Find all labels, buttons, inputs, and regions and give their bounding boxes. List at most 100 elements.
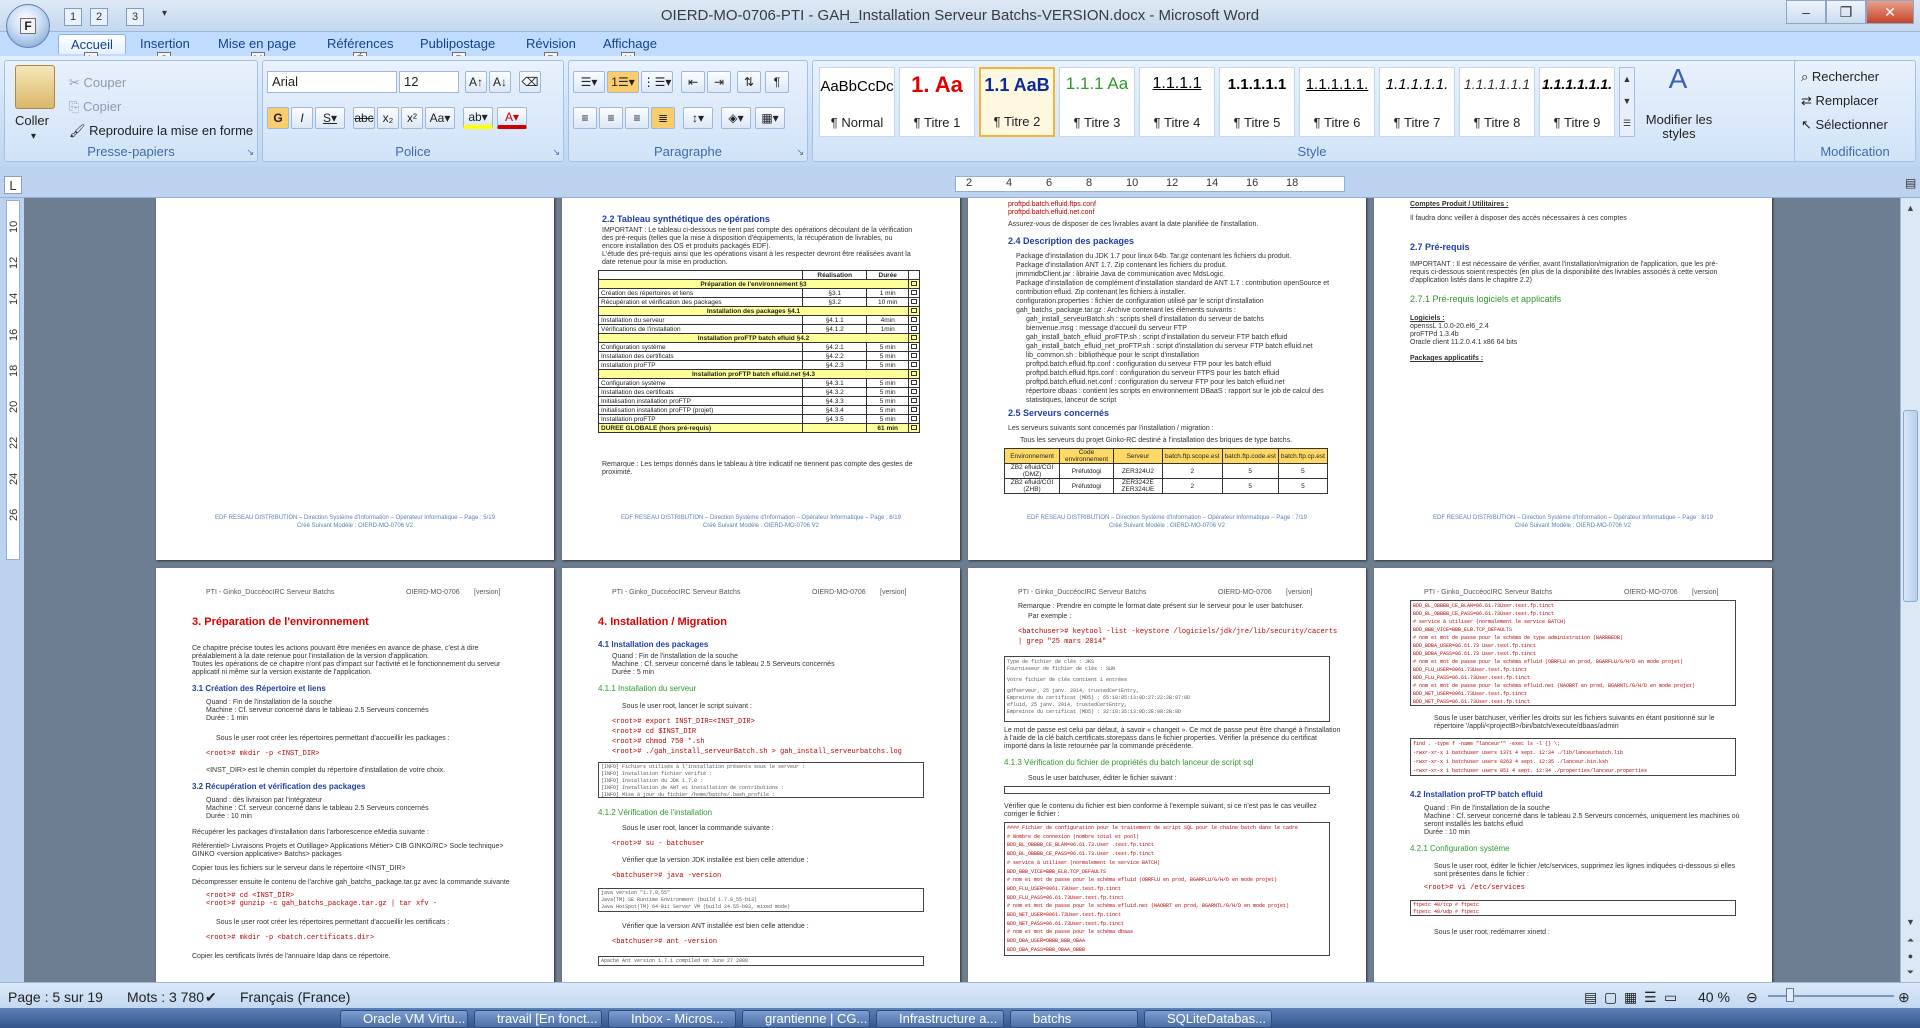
bold-icon[interactable]: G [267,107,289,129]
grow-font-icon[interactable]: A↑ [465,71,487,93]
taskbar-item[interactable]: travail [En fonct... [474,1010,602,1028]
style-titre-9[interactable]: 1.1.1.1.1.1. ¶ Titre 9 [1539,67,1615,137]
office-button[interactable]: F [6,4,50,48]
styles-scroll-icon[interactable]: ▲▼☰ [1619,67,1635,137]
italic-icon[interactable]: I [291,107,313,129]
page-7[interactable]: proftpd.batch.efluid.ftps.conf proftpd.b… [968,198,1366,560]
qat-customize-icon[interactable]: ▾ [162,8,168,19]
shrink-font-icon[interactable]: A↓ [489,71,511,93]
change-case-icon[interactable]: Aa▾ [425,107,455,129]
select-button[interactable]: ↖ Sélectionner [1801,117,1888,133]
align-left-icon[interactable]: ≡ [573,107,597,129]
zoom-in-icon[interactable]: ⊕ [1898,989,1910,1005]
spellcheck-icon[interactable]: ✔ [205,989,217,1005]
highlight-icon[interactable]: ab▾ [463,107,493,129]
dialog-launcher-icon[interactable]: ↘ [552,147,560,157]
qat-undo-icon[interactable]: 2 [90,8,108,26]
page-10[interactable]: PTI - Ginko_DuccéocIRC Serveur Batchs OI… [562,568,960,982]
tab-affichage[interactable]: Affichage [603,36,657,51]
dialog-launcher-icon[interactable]: ↘ [796,147,804,157]
decrease-indent-icon[interactable]: ⇤ [681,71,705,93]
ruler-strip[interactable]: 2 4 6 8 10 12 14 16 18 [955,176,1345,192]
browse-object-icon[interactable]: ● [1907,951,1914,961]
vertical-scrollbar[interactable]: ▲ ▼ ⏶ ● ⏷ [1900,198,1920,982]
qat-redo-icon[interactable]: 3 [126,8,144,26]
shading-icon[interactable]: ◈▾ [721,107,751,129]
style-titre-5[interactable]: 1.1.1.1.1 ¶ Titre 5 [1219,67,1295,137]
replace-button[interactable]: ⇄ Remplacer [1801,93,1878,109]
tab-references[interactable]: Références [327,36,394,51]
style-titre-3[interactable]: 1.1.1 Aa ¶ Titre 3 [1059,67,1135,137]
tab-insertion[interactable]: Insertion [140,36,190,51]
format-painter-button[interactable]: 🖌 Reproduire la mise en forme [69,123,253,139]
dialog-launcher-icon[interactable]: ↘ [246,147,254,157]
subscript-icon[interactable]: x₂ [377,107,399,129]
find-button[interactable]: ⌕ Rechercher [1801,69,1879,85]
tab-revision[interactable]: Révision [526,36,576,51]
page-indicator[interactable]: Page : 5 sur 19 [8,989,103,1005]
scroll-down-icon[interactable]: ▼ [1906,917,1915,927]
taskbar-item[interactable]: grantienne | CG... [742,1010,870,1028]
page-12[interactable]: PTI - Ginko_DuccéocIRC Serveur Batchs OI… [1374,568,1772,982]
next-page-icon[interactable]: ⏷ [1906,966,1915,977]
taskbar-item[interactable]: Inbox - Micros... [608,1010,736,1028]
tab-accueil[interactable]: Accueil [58,34,126,54]
bullets-icon[interactable]: ☰▾ [573,71,605,93]
tab-mise-en-page[interactable]: Mise en page [218,36,297,51]
superscript-icon[interactable]: x² [401,107,423,129]
scroll-up-icon[interactable]: ▲ [1906,203,1915,213]
cut-button[interactable]: ✂ Couper [69,75,126,91]
page-8[interactable]: Comptes Produit / Utilitaires : Il faudr… [1374,198,1772,560]
view-web-layout-icon[interactable]: ▦ [1624,989,1638,1005]
taskbar-item[interactable]: batchs [1010,1010,1138,1028]
justify-icon[interactable]: ≣ [651,107,675,129]
style-titre-7[interactable]: 1.1.1.1.1. ¶ Titre 7 [1379,67,1455,137]
multilevel-list-icon[interactable]: ⋮☰▾ [641,71,673,93]
language-indicator[interactable]: Français (France) [240,989,351,1005]
clear-format-icon[interactable]: ⌫ [519,71,541,93]
restore-button[interactable]: ❐ [1826,0,1866,24]
style-titre-8[interactable]: 1.1.1.1.1.1 ¶ Titre 8 [1459,67,1535,137]
borders-icon[interactable]: ▦▾ [755,107,785,129]
copy-button[interactable]: ⎘ Copier [69,99,121,115]
numbering-icon[interactable]: 1☰▾ [607,71,639,93]
align-right-icon[interactable]: ≡ [625,107,649,129]
taskbar-item[interactable]: SQLiteDatabas... [1144,1010,1272,1028]
taskbar-item[interactable]: Infrastructure a... [876,1010,1004,1028]
view-outline-icon[interactable]: ☰ [1644,989,1657,1005]
modify-styles-button[interactable]: Modifier les styles [1645,112,1713,141]
view-ruler-icon[interactable]: ▤ [1905,176,1917,190]
style-titre-4[interactable]: 1.1.1.1 ¶ Titre 4 [1139,67,1215,137]
view-print-layout-icon[interactable]: ▤ [1584,989,1598,1005]
strikethrough-icon[interactable]: abc [353,107,375,129]
zoom-out-icon[interactable]: ⊖ [1746,989,1758,1005]
taskbar-item[interactable]: Oracle VM Virtu... [340,1010,468,1028]
tab-publipostage[interactable]: Publipostage [420,36,496,51]
paste-button[interactable]: Coller [15,113,49,128]
minimize-button[interactable]: – [1786,0,1826,24]
previous-page-icon[interactable]: ⏶ [1906,934,1915,945]
increase-indent-icon[interactable]: ⇥ [707,71,731,93]
style-titre-2[interactable]: 1.1 AaB ¶ Titre 2 [979,67,1055,137]
underline-icon[interactable]: S▾ [315,107,345,129]
tab-selector-icon[interactable]: L [4,176,22,194]
show-marks-icon[interactable]: ¶ [765,71,789,93]
view-full-screen-icon[interactable]: ▢ [1604,989,1618,1005]
scrollbar-thumb[interactable] [1903,410,1918,602]
page-11[interactable]: PTI - Ginko_DuccéocIRC Serveur Batchs OI… [968,568,1366,982]
page-5[interactable]: EDF RESEAU DISTRIBUTION – Direction Syst… [156,198,554,560]
word-count[interactable]: Mots : 3 780 [127,989,205,1005]
qat-save-icon[interactable]: 1 [64,8,82,26]
font-size-combo[interactable]: 12 [399,71,459,93]
zoom-level[interactable]: 40 % [1698,989,1730,1005]
style-titre-1[interactable]: 1. Aa ¶ Titre 1 [899,67,975,137]
close-button[interactable]: ✕ [1866,0,1914,24]
sort-icon[interactable]: ⇅ [737,71,761,93]
font-color-icon[interactable]: A▾ [497,107,527,129]
zoom-slider[interactable] [1768,995,1894,997]
font-name-combo[interactable]: Arial [267,71,397,93]
document-workspace[interactable]: EDF RESEAU DISTRIBUTION – Direction Syst… [24,198,1900,982]
style-titre-6[interactable]: 1.1.1.1.1. ¶ Titre 6 [1299,67,1375,137]
page-6[interactable]: 2.2 Tableau synthétique des opérations I… [562,198,960,560]
align-center-icon[interactable]: ≡ [599,107,623,129]
